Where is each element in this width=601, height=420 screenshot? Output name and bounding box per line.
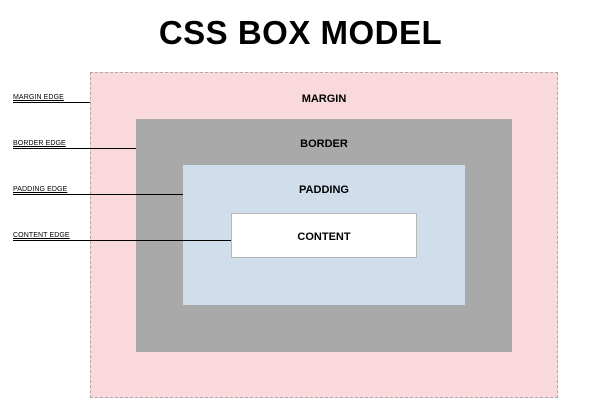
diagram-title: CSS BOX MODEL: [158, 14, 443, 51]
margin-edge-label: MARGIN EDGE: [13, 94, 64, 101]
content-edge-label: CONTENT EDGE: [13, 232, 70, 239]
margin-label: MARGIN: [301, 93, 347, 105]
content-edge-line: [13, 240, 231, 241]
padding-edge-label: PADDING EDGE: [13, 186, 68, 193]
border-edge-label: BORDER EDGE: [13, 140, 66, 147]
content-box: CONTENT: [231, 213, 417, 258]
border-label: BORDER: [300, 138, 348, 150]
content-label: CONTENT: [297, 231, 351, 243]
border-edge-line: [13, 148, 136, 149]
margin-edge-line: [13, 102, 90, 103]
padding-edge-line: [13, 194, 183, 195]
padding-label: PADDING: [299, 184, 349, 196]
